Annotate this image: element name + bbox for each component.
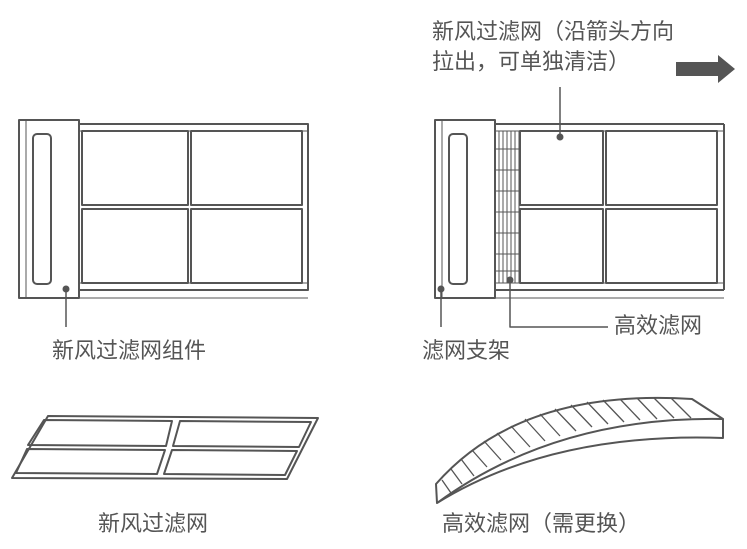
filter-bracket-left — [18, 119, 80, 299]
filter-assembly-illustration — [18, 119, 309, 327]
label-new-filter: 新风过滤网 — [98, 512, 209, 537]
label-new-filter-pull-out-line1: 新风过滤网（沿箭头方向 — [432, 20, 675, 45]
filter-frame-left — [78, 123, 309, 299]
callout-hepa — [506, 276, 608, 328]
label-filter-assembly: 新风过滤网组件 — [52, 339, 207, 364]
label-new-filter-pull-out: 新风过滤网（沿箭头方向 拉出，可单独清洁） — [432, 18, 674, 78]
label-hepa-filter: 高效滤网 — [614, 314, 703, 339]
filter-panels-left — [81, 130, 303, 284]
new-filter-illustration — [11, 415, 319, 480]
filter-frame-right — [495, 123, 725, 299]
filter-bracket-right — [434, 119, 496, 299]
callout-assembly — [62, 285, 70, 327]
label-new-filter-pull-out-line2: 拉出，可单独清洁） — [432, 50, 631, 75]
pull-direction-arrow-icon — [676, 55, 735, 83]
hepa-filter-illustration — [435, 396, 724, 504]
label-filter-bracket: 滤网支架 — [422, 339, 511, 364]
filter-panels-right — [519, 130, 718, 284]
hepa-filter-slats — [494, 130, 520, 291]
callout-bracket — [437, 285, 445, 327]
label-hepa-filter-replace: 高效滤网（需更换） — [442, 512, 641, 537]
filter-pulled-out-illustration — [434, 87, 725, 328]
callout-new-filter — [556, 87, 564, 141]
